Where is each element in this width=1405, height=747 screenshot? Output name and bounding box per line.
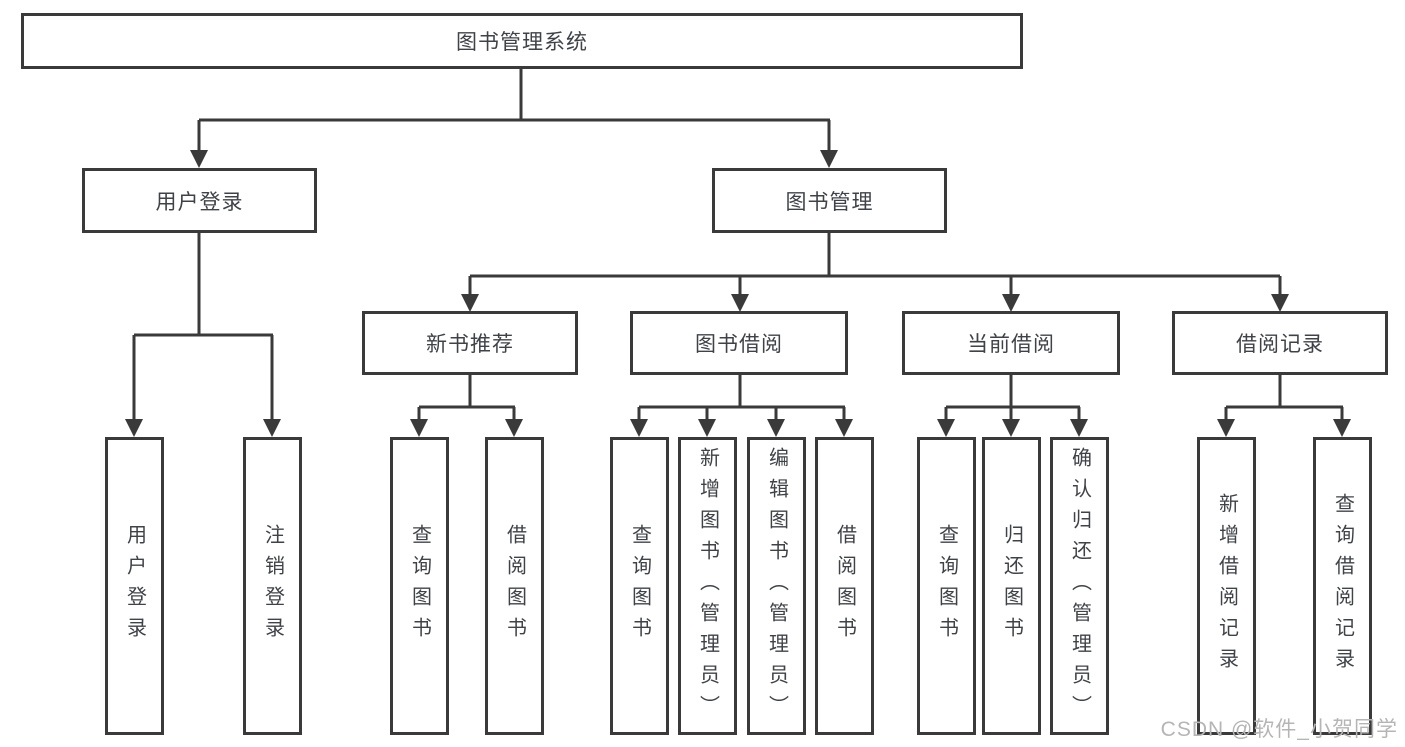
leaf-edit-book-admin: 编辑图书（管理员） <box>747 437 806 735</box>
node-book-management: 图书管理 <box>712 168 947 233</box>
leaf-query-borrow-record: 查询借阅记录 <box>1313 437 1372 735</box>
arrow-down-icon <box>190 150 208 168</box>
arrow-down-icon <box>1070 419 1088 437</box>
node-label: 用户登录 <box>155 190 244 214</box>
node-label: 查询借阅记录 <box>1331 493 1354 679</box>
arrow-down-icon <box>731 294 749 312</box>
leaf-query-books-current: 查询图书 <box>917 437 976 735</box>
leaf-confirm-return-admin: 确认归还（管理员） <box>1050 437 1109 735</box>
arrow-down-icon <box>1217 419 1235 437</box>
leaf-query-books-recommend: 查询图书 <box>390 437 449 735</box>
node-label: 当前借阅 <box>967 333 1055 356</box>
arrow-down-icon <box>767 419 785 437</box>
node-root: 图书管理系统 <box>21 13 1023 69</box>
watermark: CSDN @软件_小贺同学 <box>1160 718 1398 741</box>
arrow-down-icon <box>630 419 648 437</box>
arrow-down-icon <box>505 419 523 437</box>
leaf-add-borrow-record: 新增借阅记录 <box>1197 437 1256 735</box>
node-label: 确认归还（管理员） <box>1068 446 1091 726</box>
arrow-down-icon <box>1002 419 1020 437</box>
leaf-user-login: 用户登录 <box>105 437 164 735</box>
arrow-down-icon <box>410 419 428 437</box>
node-label: 新书推荐 <box>426 333 514 356</box>
node-label: 查询图书 <box>935 524 958 648</box>
arrow-down-icon <box>937 419 955 437</box>
node-label: 借阅记录 <box>1236 333 1324 356</box>
node-label: 图书管理系统 <box>456 31 588 54</box>
node-label: 查询图书 <box>628 524 651 648</box>
leaf-borrow-books-recommend: 借阅图书 <box>485 437 544 735</box>
leaf-borrow-books: 借阅图书 <box>815 437 874 735</box>
node-borrow-records: 借阅记录 <box>1172 311 1388 375</box>
leaf-return-book: 归还图书 <box>982 437 1041 735</box>
arrow-down-icon <box>698 419 716 437</box>
node-label: 编辑图书（管理员） <box>765 446 788 726</box>
arrow-down-icon <box>835 419 853 437</box>
node-label: 查询图书 <box>408 524 431 648</box>
connector-lines <box>132 69 1344 421</box>
node-label: 用户登录 <box>123 524 146 648</box>
leaf-logout: 注销登录 <box>243 437 302 735</box>
arrow-down-icon <box>125 419 143 437</box>
leaf-add-book-admin: 新增图书（管理员） <box>678 437 737 735</box>
node-label: 图书管理 <box>785 190 874 214</box>
node-label: 新增借阅记录 <box>1215 493 1238 679</box>
node-current-borrow: 当前借阅 <box>902 311 1120 375</box>
arrow-down-icon <box>820 150 838 168</box>
node-label: 借阅图书 <box>833 524 856 648</box>
leaf-query-books-borrow: 查询图书 <box>610 437 669 735</box>
node-label: 图书借阅 <box>695 333 783 356</box>
node-label: 归还图书 <box>1000 524 1023 648</box>
arrow-down-icon <box>461 294 479 312</box>
node-label: 借阅图书 <box>503 524 526 648</box>
arrow-down-icon <box>263 419 281 437</box>
arrowheads <box>125 150 1351 437</box>
arrow-down-icon <box>1002 294 1020 312</box>
arrow-down-icon <box>1271 294 1289 312</box>
node-label: 新增图书（管理员） <box>696 446 719 726</box>
arrow-down-icon <box>1333 419 1351 437</box>
node-book-borrow: 图书借阅 <box>630 311 848 375</box>
node-user-login: 用户登录 <box>82 168 317 233</box>
node-new-book-recommend: 新书推荐 <box>362 311 578 375</box>
node-label: 注销登录 <box>261 524 284 648</box>
